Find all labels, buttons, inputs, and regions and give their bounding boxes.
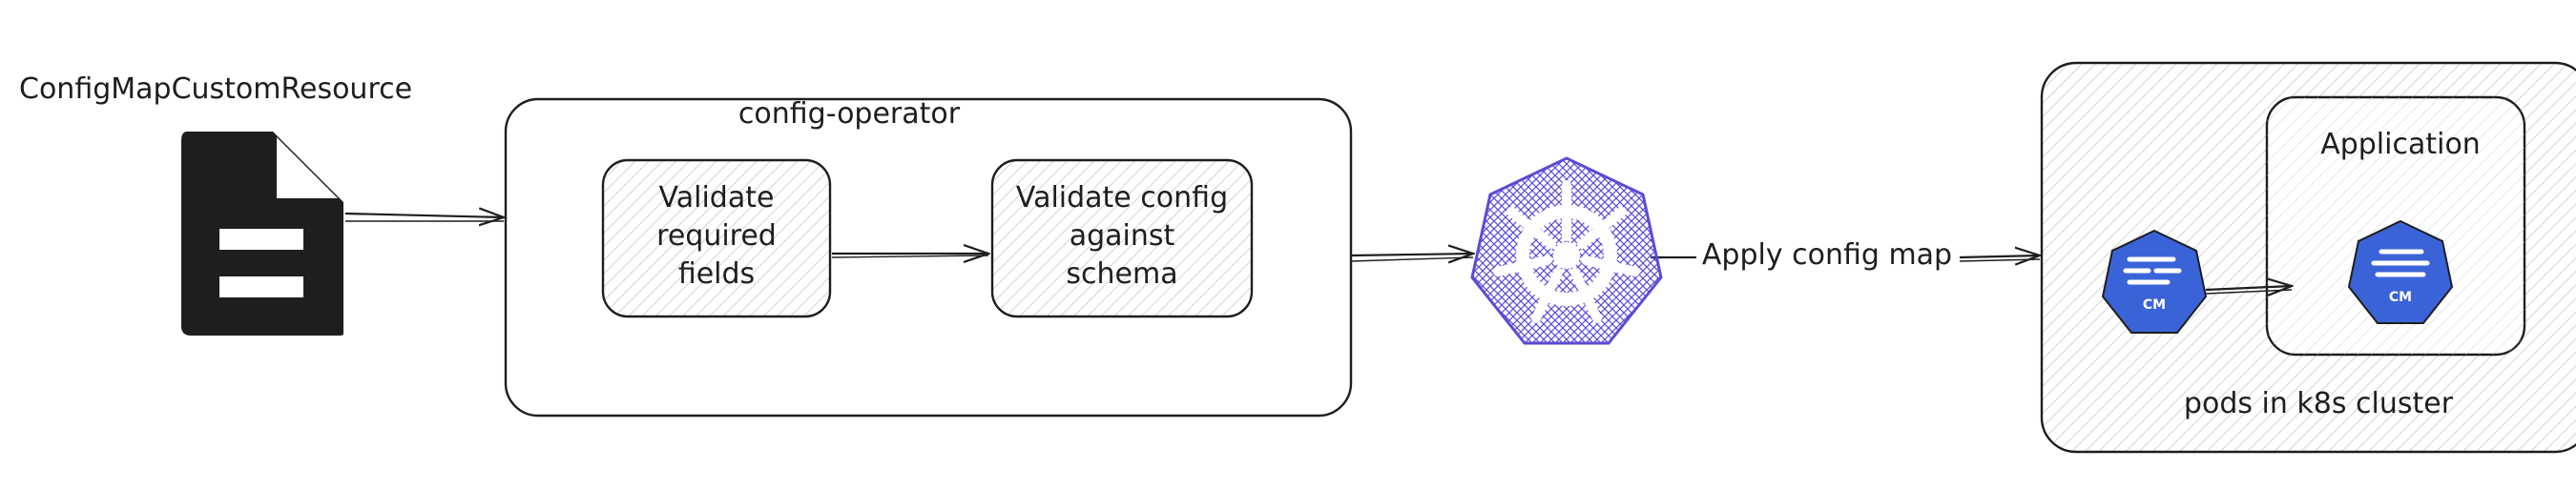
application-configmap-icon <box>2347 219 2454 324</box>
arrow-configmap-to-application <box>2205 286 2292 294</box>
step-1-label: Validate required fields <box>603 179 830 294</box>
step-2-line-3: schema <box>1066 257 1178 291</box>
step-1-line-3: fields <box>677 257 756 291</box>
arrow-resource-to-operator <box>344 214 504 221</box>
application-configmap-badge: CM <box>2388 290 2413 305</box>
configmap-badge: CM <box>2142 297 2167 313</box>
operator-label: config-operator <box>737 97 961 131</box>
validate-required-fields-box <box>601 158 832 318</box>
document-icon <box>181 132 343 336</box>
kubernetes-helm-icon <box>1470 156 1663 345</box>
step-1-line-2: required <box>656 219 777 253</box>
arrow-operator-to-kubernetes <box>1350 254 1473 261</box>
step-2-line-2: against <box>1069 219 1175 253</box>
arrow-step1-to-step2 <box>831 254 988 257</box>
resource-label: ConfigMapCustomResource <box>19 72 413 106</box>
cluster-label: pods in k8s cluster <box>2183 387 2454 420</box>
step-2-line-1: Validate config <box>1015 181 1229 214</box>
arrow-label-to-cluster <box>1959 255 2040 261</box>
validate-config-schema-box <box>990 158 1254 318</box>
edge-label-apply-config-map: Apply config map <box>1701 238 1953 272</box>
step-1-line-1: Validate <box>658 181 775 214</box>
step-2-label: Validate config against schema <box>992 179 1252 294</box>
application-label: Application <box>2320 128 2481 161</box>
config-operator-box <box>504 97 1353 418</box>
configmap-icon <box>2101 229 2208 334</box>
